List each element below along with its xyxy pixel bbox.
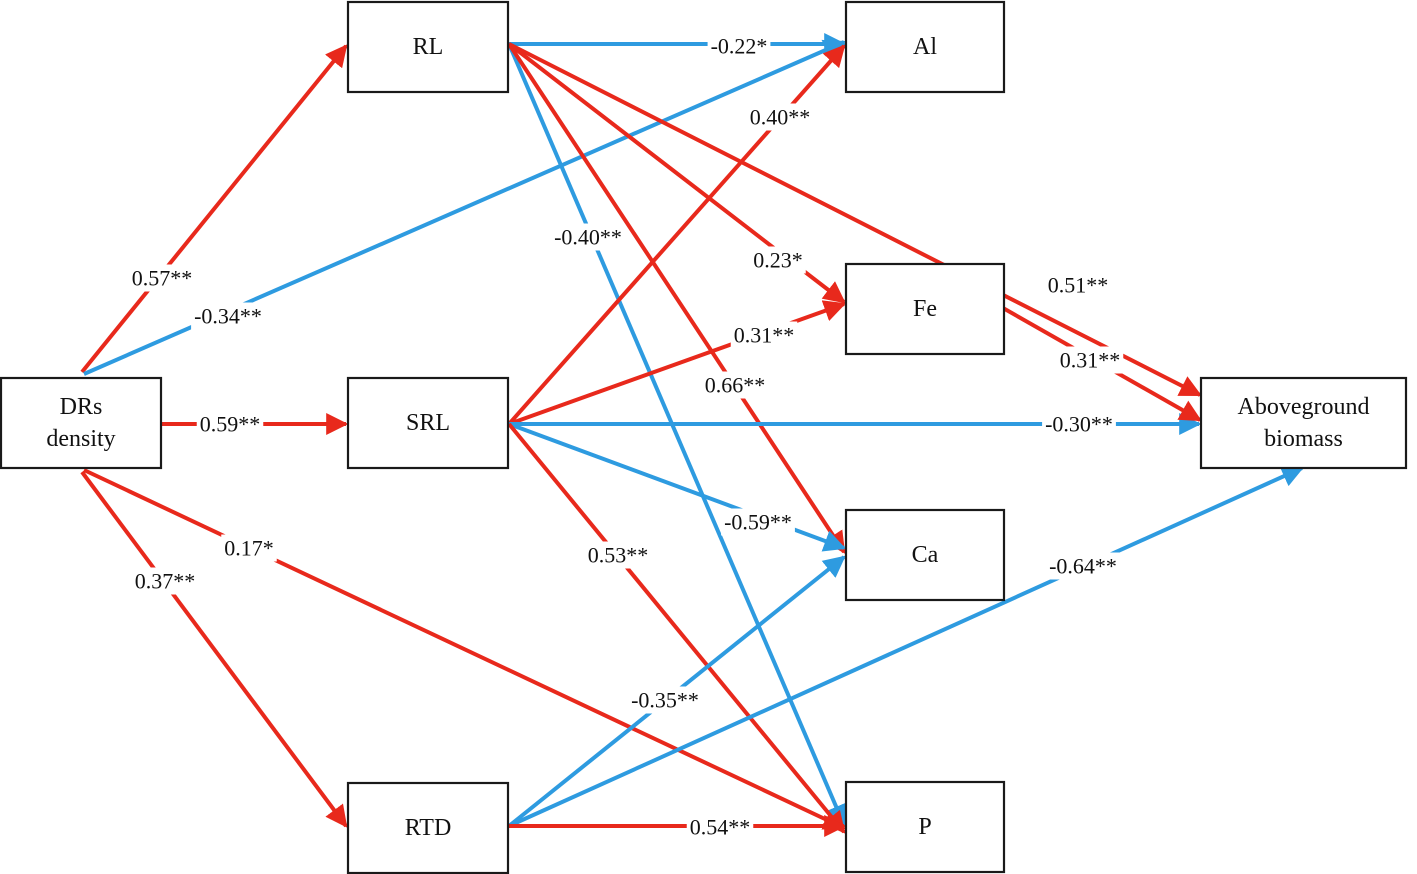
path-label-rl-to-p: -0.40** — [551, 223, 625, 251]
node-box — [1199, 376, 1408, 470]
path-label-srl-to-fe: 0.31** — [730, 321, 798, 349]
node-fe: Fe — [844, 262, 1006, 356]
path-label-rl-to-al: -0.22* — [707, 32, 771, 60]
path-label-rtd-to-ca: -0.35** — [628, 686, 702, 714]
path-coefficient: -0.22* — [711, 34, 768, 59]
path-label-srl-to-al: 0.40** — [746, 103, 814, 131]
node-box — [0, 376, 163, 470]
path-arrow-srl-to-p — [507, 422, 846, 834]
label-background — [1042, 410, 1116, 438]
path-label-drs-to-rtd: 0.37** — [131, 567, 199, 595]
label-background — [191, 302, 265, 330]
path-label-drs-to-rl: 0.57** — [128, 264, 196, 292]
label-background — [131, 567, 199, 595]
path-coefficient: 0.54** — [690, 815, 751, 840]
path-label-srl-to-p: 0.53** — [584, 541, 652, 569]
path-label-rl-to-fe: 0.23* — [750, 246, 806, 274]
label-background — [721, 508, 795, 536]
node-rtd: RTD — [346, 781, 510, 874]
path-label-drs-to-al: -0.34** — [191, 302, 265, 330]
path-coefficient: 0.17* — [224, 536, 274, 561]
node-label: SRL — [406, 410, 450, 436]
node-drs: DRs density — [0, 376, 163, 470]
path-coefficient: -0.40** — [554, 225, 622, 250]
node-label: Fe — [913, 296, 937, 322]
node-label: Al — [913, 34, 937, 60]
node-label: P — [918, 814, 931, 840]
path-label-rl-to-ca: 0.66** — [701, 371, 769, 399]
path-coefficient: -0.59** — [724, 510, 792, 535]
edge-labels-layer: 0.57**-0.34** 0.59** 0.37** 0.17* -0.22* -0.4… — [128, 32, 1124, 841]
label-background — [1044, 271, 1112, 299]
node-box — [346, 0, 510, 94]
path-label-rtd-to-p: 0.54** — [686, 813, 754, 841]
node-agb: Aboveground biomass — [1199, 376, 1408, 470]
path-coefficient: 0.40** — [750, 105, 811, 130]
node-label: Aboveground — [1238, 394, 1370, 420]
path-arrow-rl-to-ca — [507, 42, 846, 554]
path-label-fe-to-agb: 0.31** — [1056, 346, 1124, 374]
node-box — [346, 376, 510, 470]
node-box — [844, 0, 1006, 94]
node-box — [844, 508, 1006, 602]
label-background — [221, 534, 277, 562]
node-box — [844, 262, 1006, 356]
path-label-srl-to-agb: -0.30** — [1042, 410, 1116, 438]
path-coefficient: -0.64** — [1049, 554, 1117, 579]
path-label-rl-to-agb: 0.51** — [1044, 271, 1112, 299]
label-background — [1046, 552, 1120, 580]
path-arrow-drs-to-rtd — [80, 470, 348, 828]
label-background — [551, 223, 625, 251]
path-coefficient: 0.53** — [588, 543, 649, 568]
path-arrow-rtd-to-agb — [508, 466, 1305, 828]
path-arrow-rl-to-agb — [508, 42, 1202, 397]
path-coefficient: -0.30** — [1045, 412, 1113, 437]
path-coefficient: -0.35** — [631, 688, 699, 713]
label-background — [584, 541, 652, 569]
path-arrow-rl-to-p — [507, 43, 847, 828]
node-label: RTD — [405, 815, 452, 841]
node-p: P — [844, 780, 1006, 874]
node-srl: SRL — [346, 376, 510, 470]
path-coefficient: -0.34** — [194, 304, 262, 329]
path-arrow-drs-to-p — [83, 468, 846, 830]
node-box — [844, 780, 1006, 874]
path-coefficient: 0.59** — [200, 412, 261, 437]
node-al: Al — [844, 0, 1006, 94]
path-coefficient: 0.23* — [753, 248, 803, 273]
label-background — [750, 246, 806, 274]
node-label: DRs — [60, 394, 103, 420]
label-background — [1056, 346, 1124, 374]
path-label-drs-to-srl: 0.59** — [196, 410, 264, 438]
node-ca: Ca — [844, 508, 1006, 602]
label-background — [628, 686, 702, 714]
label-background — [730, 321, 798, 349]
path-coefficient: 0.51** — [1048, 273, 1109, 298]
path-label-rtd-to-agb: -0.64** — [1046, 552, 1120, 580]
path-coefficient: 0.37** — [135, 569, 196, 594]
node-label: RL — [413, 34, 444, 60]
path-coefficient: 0.57** — [132, 266, 193, 291]
path-coefficient: 0.31** — [734, 323, 795, 348]
node-label: density — [46, 426, 115, 452]
label-background — [701, 371, 769, 399]
path-arrow-drs-to-rl — [80, 44, 348, 374]
label-background — [128, 264, 196, 292]
node-label: biomass — [1264, 426, 1343, 452]
label-background — [707, 32, 771, 60]
node-box — [346, 781, 510, 874]
path-label-drs-to-p: 0.17* — [221, 534, 277, 562]
path-label-srl-to-ca: -0.59** — [721, 508, 795, 536]
node-label: Ca — [912, 542, 939, 568]
path-coefficient: 0.66** — [705, 373, 766, 398]
label-background — [746, 103, 814, 131]
node-rl: RL — [346, 0, 510, 94]
path-coefficient: 0.31** — [1060, 348, 1121, 373]
label-background — [196, 410, 264, 438]
label-background — [686, 813, 754, 841]
